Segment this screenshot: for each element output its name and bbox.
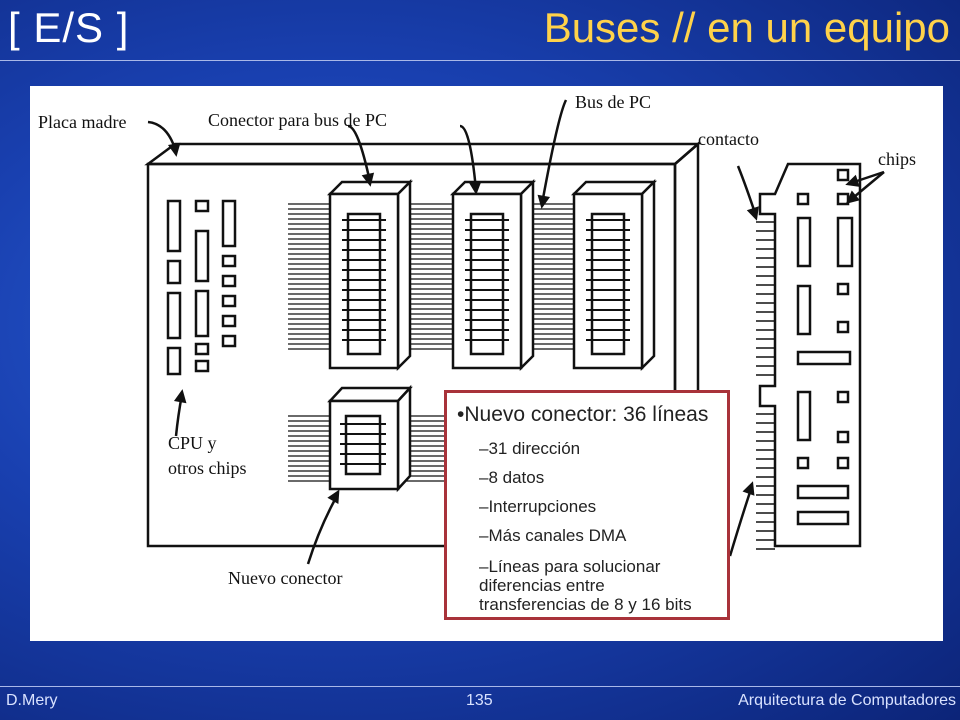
connector-side-0	[396, 178, 412, 372]
card-chip-11	[836, 430, 850, 444]
card-chip-4	[836, 216, 854, 268]
footer-course: Arquitectura de Computadores	[738, 692, 956, 709]
cpu-chip-0	[166, 199, 182, 253]
slide-title: Buses // en un equipo	[543, 4, 950, 51]
cpu-chip-3	[166, 346, 182, 376]
connector-side-1	[519, 178, 535, 372]
arrow-chips-1-head	[845, 174, 860, 187]
card-chip-7	[836, 320, 850, 334]
board-outline	[146, 162, 677, 548]
label-contact: contacto	[698, 129, 759, 149]
arrow-motherboard-head	[167, 142, 181, 157]
card-chip-3	[796, 216, 812, 268]
cpu-chip-11	[221, 274, 237, 288]
connector-slot-2	[590, 212, 626, 356]
diagram-canvas: Placa madre Conector para bus de PC Bus …	[38, 92, 916, 588]
expansion-card	[758, 162, 862, 548]
cpu-chip-7	[194, 342, 210, 356]
section-tag: [ E/S ]	[8, 4, 130, 51]
arrow-contact-head	[746, 206, 759, 221]
note-heading: •Nuevo conector: 36 líneas	[457, 403, 709, 426]
footer-divider	[0, 686, 960, 687]
note-item-data: –8 datos	[479, 468, 545, 487]
connector-slot-0	[346, 212, 382, 356]
note-item-address: –31 dirección	[479, 439, 581, 458]
card-chip-15	[796, 510, 850, 526]
label-motherboard: Placa madre	[38, 112, 126, 132]
label-bus-connector: Conector para bus de PC	[208, 110, 387, 130]
cpu-chip-4	[194, 199, 210, 213]
cpu-chip-14	[221, 334, 237, 348]
note-item-lines: –Líneas para solucionar	[479, 557, 661, 576]
connector-side-2	[640, 178, 656, 372]
note-item-dma: –Más canales DMA	[479, 526, 627, 545]
card-chip-6	[796, 284, 812, 336]
card-chip-0	[836, 168, 850, 182]
arrow-bus-connector-head	[361, 172, 375, 187]
card-chip-10	[836, 390, 850, 404]
arrow-connector-2	[459, 124, 478, 191]
footer-page-number: 135	[466, 692, 493, 709]
note-item-interrupts: –Interrupciones	[479, 497, 597, 516]
arrow-new-contact	[728, 485, 754, 557]
note-item-lines-cont2: transferencias de 8 y 16 bits	[479, 595, 692, 614]
label-cpu-line2: otros chips	[168, 458, 247, 478]
cpu-chip-12	[221, 294, 237, 308]
arrow-bus-connector	[347, 124, 372, 183]
cpu-chip-8	[194, 359, 210, 373]
new-connector-note: •Nuevo conector: 36 líneas –31 dirección…	[444, 390, 730, 620]
board-top-edge	[144, 142, 702, 166]
card-chip-14	[796, 484, 850, 500]
card-chip-5	[836, 282, 850, 296]
label-cpu-line1: CPU y	[168, 433, 217, 453]
cpu-chip-10	[221, 254, 237, 268]
card-chip-12	[796, 456, 810, 470]
cpu-chip-6	[194, 289, 210, 338]
arrow-new-contact-head	[742, 481, 755, 496]
cpu-chip-5	[194, 229, 210, 283]
arrow-pc-bus	[540, 99, 568, 205]
card-chip-9	[796, 390, 812, 442]
arrow-new-connector-head	[327, 489, 340, 505]
title-divider	[0, 60, 960, 61]
card-chip-8	[796, 350, 852, 366]
connector-top-1	[449, 180, 537, 196]
cpu-chip-13	[221, 314, 237, 328]
label-chips: chips	[878, 149, 916, 169]
note-item-lines-cont1: diferencias entre	[479, 576, 605, 595]
arrow-connector-2-head	[468, 181, 482, 195]
arrow-cpu-head	[173, 389, 187, 404]
cpu-chip-1	[166, 259, 182, 285]
arrow-new-connector	[306, 493, 340, 565]
arrow-chips-2-head	[845, 190, 860, 204]
connector-slot-1	[469, 212, 505, 356]
connector-top-2	[570, 180, 658, 196]
new-connector-top	[327, 386, 413, 403]
card-chip-2	[796, 192, 810, 206]
arrow-pc-bus-head	[537, 194, 551, 209]
label-new-connector: Nuevo conector	[228, 568, 342, 588]
new-connector-side	[396, 384, 412, 493]
cpu-chip-9	[221, 199, 237, 248]
bus-diagram-figure: Placa madre Conector para bus de PC Bus …	[30, 86, 943, 641]
footer-author: D.Mery	[6, 692, 58, 709]
cpu-chip-2	[166, 291, 182, 340]
card-chip-13	[836, 456, 850, 470]
label-pc-bus: Bus de PC	[575, 92, 651, 112]
